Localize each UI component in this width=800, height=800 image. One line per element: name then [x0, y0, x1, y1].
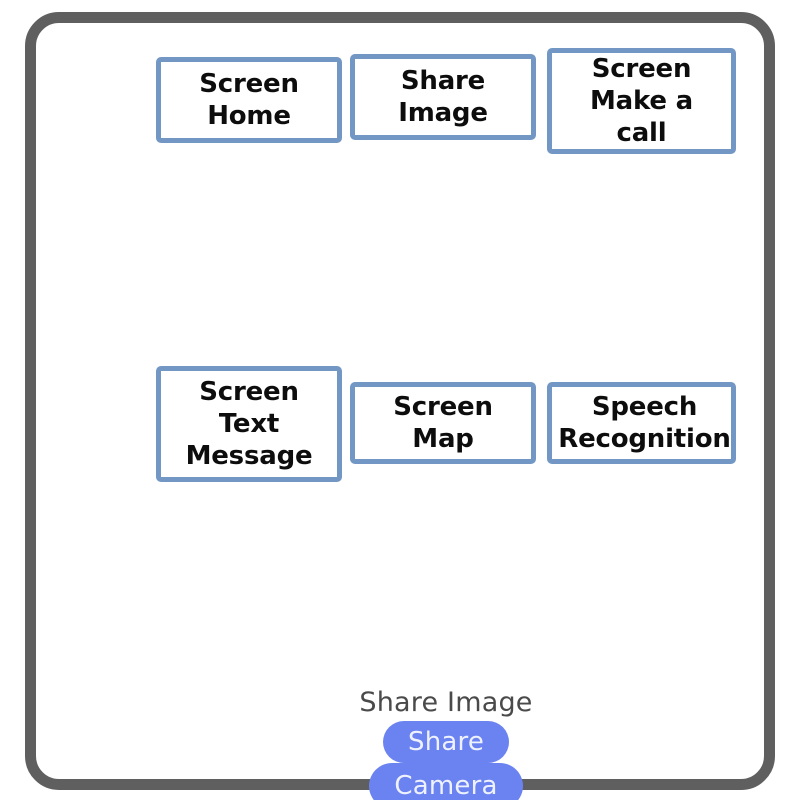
flow-box-share-image[interactable]: Share Image [350, 54, 536, 140]
flow-box-screen-home[interactable]: Screen Home [156, 57, 342, 143]
camera-button[interactable]: Camera [369, 763, 523, 800]
flow-box-label: Screen Map [393, 391, 493, 454]
flow-box-label: Speech Recognition [558, 391, 731, 454]
flow-box-label: Screen Home [199, 68, 299, 131]
share-button[interactable]: Share [383, 721, 509, 763]
flow-box-label: Screen Text Message [185, 376, 313, 472]
device-frame: Screen Home Share Image Screen Make a ca… [25, 12, 775, 800]
flow-box-label: Share Image [398, 65, 488, 128]
camera-button-label: Camera [394, 771, 498, 800]
flow-box-screen-text-message[interactable]: Screen Text Message [156, 366, 342, 482]
share-image-group-title: Share Image [359, 687, 533, 718]
flow-box-label: Screen Make a call [589, 53, 694, 149]
flow-box-screen-make-a-call[interactable]: Screen Make a call [547, 48, 736, 154]
share-image-group: Share Image Share Camera [336, 687, 556, 800]
flow-box-speech-recognition[interactable]: Speech Recognition [547, 382, 736, 464]
flow-box-screen-map[interactable]: Screen Map [350, 382, 536, 464]
share-button-label: Share [407, 727, 485, 757]
